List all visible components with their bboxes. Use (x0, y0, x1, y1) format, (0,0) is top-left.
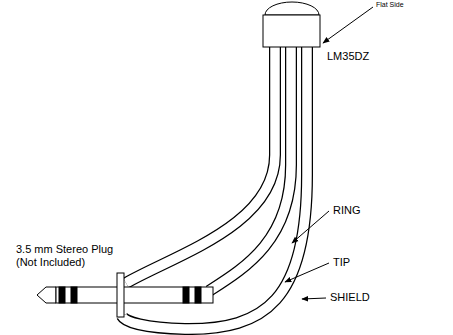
plug-band (71, 287, 77, 303)
leader-line (323, 7, 373, 43)
leader-line (292, 211, 329, 243)
plug-shaft (56, 287, 213, 303)
sensor-dome (265, 2, 319, 15)
plug-band (195, 287, 201, 303)
part-name: LM35DZ (327, 50, 369, 63)
leader-line (285, 263, 329, 282)
stereo-plug (37, 273, 213, 317)
pin-name: TIP (333, 256, 350, 269)
pin-name: RING (333, 204, 361, 217)
plug-tip (37, 287, 56, 303)
plug-band (183, 287, 189, 303)
part-note: Flat Side (376, 1, 404, 9)
leader-line (302, 298, 326, 299)
plug-band (59, 287, 65, 303)
ring-lead-fill (126, 47, 275, 283)
ring-lead (126, 47, 275, 283)
pin-name: SHIELD (330, 291, 370, 304)
leader-lines (285, 7, 373, 299)
sensor-body (263, 15, 320, 47)
plug-flange (117, 273, 124, 317)
part-name: 3.5 mm Stereo Plug (Not Included) (16, 243, 128, 268)
